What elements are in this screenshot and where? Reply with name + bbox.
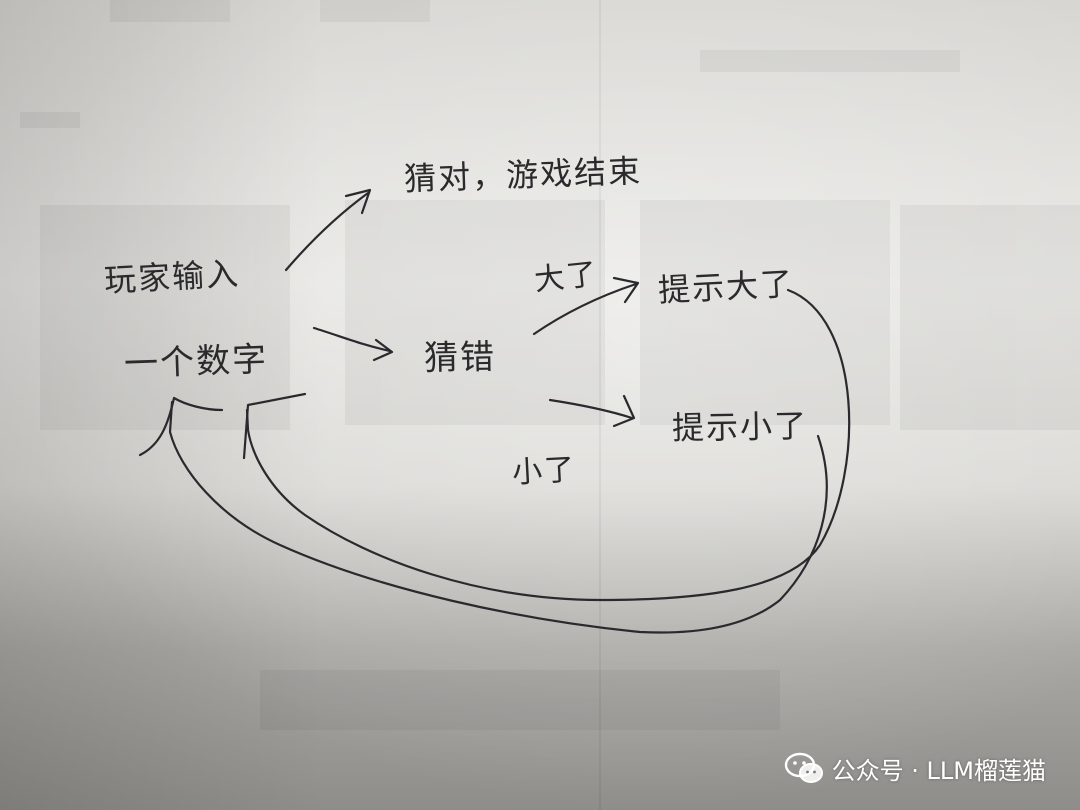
arrow-wrong-to-hint-big xyxy=(532,282,638,336)
arrowhead-wrong xyxy=(372,338,394,362)
arrowhead-correct xyxy=(344,188,372,215)
edge-label-too-small: 小了 xyxy=(511,452,578,491)
watermark: 公众号 · LLM榴莲猫 xyxy=(784,748,1046,788)
node-hint-too-big: 提示大了 xyxy=(657,264,796,310)
arrow-wrong-to-hint-small xyxy=(548,398,634,420)
node-hint-too-small: 提示小了 xyxy=(671,406,809,448)
arrow-input-to-wrong xyxy=(312,326,392,353)
edge-label-too-big: 大了 xyxy=(532,256,601,299)
node-guess-wrong: 猜错 xyxy=(423,337,497,379)
node-player-input: 玩家输入 xyxy=(103,254,242,300)
arrowhead-hint-small xyxy=(612,394,636,428)
watermark-text: 公众号 · LLM榴莲猫 xyxy=(831,756,1046,785)
loop-arrowhead-inner xyxy=(242,392,307,460)
loop-hint-big-to-input xyxy=(245,288,851,602)
node-guess-correct: 猜对，游戏结束 xyxy=(403,151,643,199)
loop-arrowhead-outer xyxy=(138,396,224,457)
arrowhead-hint-big xyxy=(612,276,640,304)
wechat-icon xyxy=(784,752,823,783)
arrow-input-to-correct xyxy=(284,191,370,272)
loop-hint-small-to-input xyxy=(168,400,828,634)
node-a-number: 一个数字 xyxy=(123,339,269,385)
